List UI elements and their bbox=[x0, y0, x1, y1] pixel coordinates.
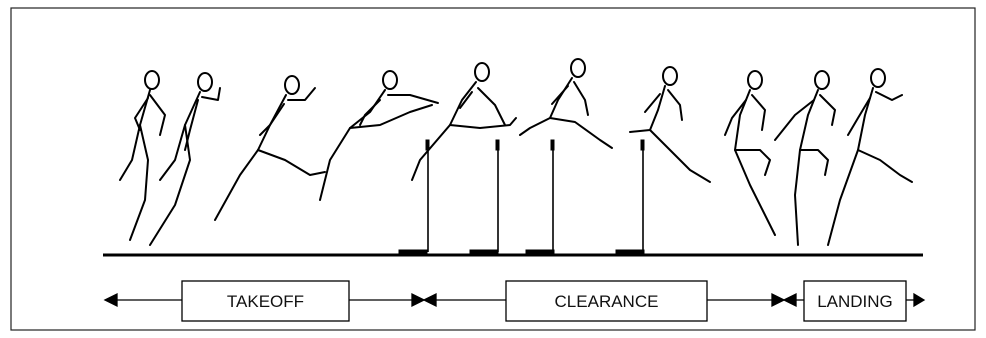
athlete-limb bbox=[875, 91, 903, 101]
athlete-head bbox=[662, 66, 678, 86]
athlete-limb bbox=[734, 149, 771, 176]
arrow-left-icon bbox=[782, 292, 797, 308]
athlete-limb bbox=[573, 81, 589, 116]
phase-bar bbox=[103, 280, 926, 322]
phase-label-clearance: CLEARANCE bbox=[555, 292, 659, 311]
athlete-limb bbox=[629, 85, 666, 133]
athlete-limb bbox=[349, 104, 433, 129]
athlete-head bbox=[284, 75, 300, 95]
hurdle-1 bbox=[398, 139, 430, 255]
athlete-limb bbox=[119, 89, 151, 181]
athlete-limb bbox=[667, 89, 683, 121]
athlete-limb bbox=[477, 87, 506, 126]
athlete-limb bbox=[819, 94, 836, 126]
hurdle-4 bbox=[615, 139, 645, 254]
athlete-limb bbox=[359, 99, 381, 126]
athlete-limb bbox=[257, 149, 326, 176]
athlete-limb bbox=[799, 149, 829, 176]
hurdle-2 bbox=[469, 139, 500, 255]
athlete-head bbox=[870, 68, 886, 88]
phase-box-landing bbox=[803, 280, 907, 322]
athlete-limb bbox=[134, 97, 149, 131]
hurdle-3 bbox=[525, 139, 555, 255]
athlete-head bbox=[814, 70, 830, 90]
athlete-limb bbox=[149, 94, 166, 136]
athlete-limb bbox=[387, 94, 439, 104]
athlete-limb bbox=[724, 99, 747, 136]
athlete-limb bbox=[287, 87, 316, 101]
athlete-limb bbox=[259, 103, 285, 136]
athlete-limb bbox=[644, 93, 661, 113]
phase-box-takeoff bbox=[181, 280, 350, 322]
athlete-head bbox=[570, 58, 586, 78]
athlete-limb bbox=[184, 99, 199, 151]
arrow-left-icon bbox=[422, 292, 437, 308]
athlete-head bbox=[474, 62, 490, 82]
athlete-head bbox=[382, 70, 398, 90]
athlete-limb bbox=[649, 129, 711, 183]
arrow-right-icon bbox=[771, 292, 786, 308]
athlete-head bbox=[144, 70, 160, 90]
phase-label-takeoff: TAKEOFF bbox=[227, 292, 304, 311]
athlete-limb bbox=[149, 124, 191, 246]
athlete-pose-8 bbox=[724, 70, 776, 236]
athlete-limb bbox=[519, 77, 573, 136]
athlete-pose-10 bbox=[827, 68, 913, 246]
athlete-limb bbox=[774, 99, 815, 141]
athlete-limb bbox=[411, 81, 477, 181]
athlete-head bbox=[197, 72, 213, 92]
athlete-limb bbox=[214, 94, 287, 221]
athlete-limb bbox=[159, 91, 201, 181]
athlete-pose-4 bbox=[319, 70, 439, 201]
phase-label-landing: LANDING bbox=[817, 292, 893, 311]
athlete-limb bbox=[319, 89, 386, 201]
athlete-limb bbox=[201, 87, 221, 101]
athlete-limb bbox=[459, 91, 473, 109]
arrow-left-icon bbox=[103, 292, 118, 308]
athlete-pose-3 bbox=[214, 75, 326, 221]
athlete-limb bbox=[129, 124, 149, 241]
athlete-pose-7 bbox=[629, 66, 711, 183]
arrow-right-icon bbox=[411, 292, 426, 308]
athlete-limb bbox=[551, 85, 569, 105]
athlete-pose-6 bbox=[519, 58, 613, 149]
athlete-limb bbox=[751, 94, 766, 131]
athlete-poses bbox=[119, 58, 913, 246]
athlete-limb bbox=[449, 117, 517, 129]
athlete-pose-9 bbox=[774, 70, 836, 246]
athlete-pose-5 bbox=[411, 62, 517, 181]
athlete-pose-2 bbox=[149, 72, 221, 246]
athlete-pose-1 bbox=[119, 70, 166, 241]
athlete-limb bbox=[857, 149, 913, 183]
arrow-right-icon bbox=[913, 292, 926, 308]
athlete-limb bbox=[847, 97, 871, 136]
athlete-head bbox=[747, 70, 763, 90]
hurdle-group bbox=[398, 139, 645, 255]
figure-frame bbox=[10, 7, 976, 331]
athlete-limb bbox=[549, 117, 613, 149]
phase-box-clearance bbox=[505, 280, 708, 322]
